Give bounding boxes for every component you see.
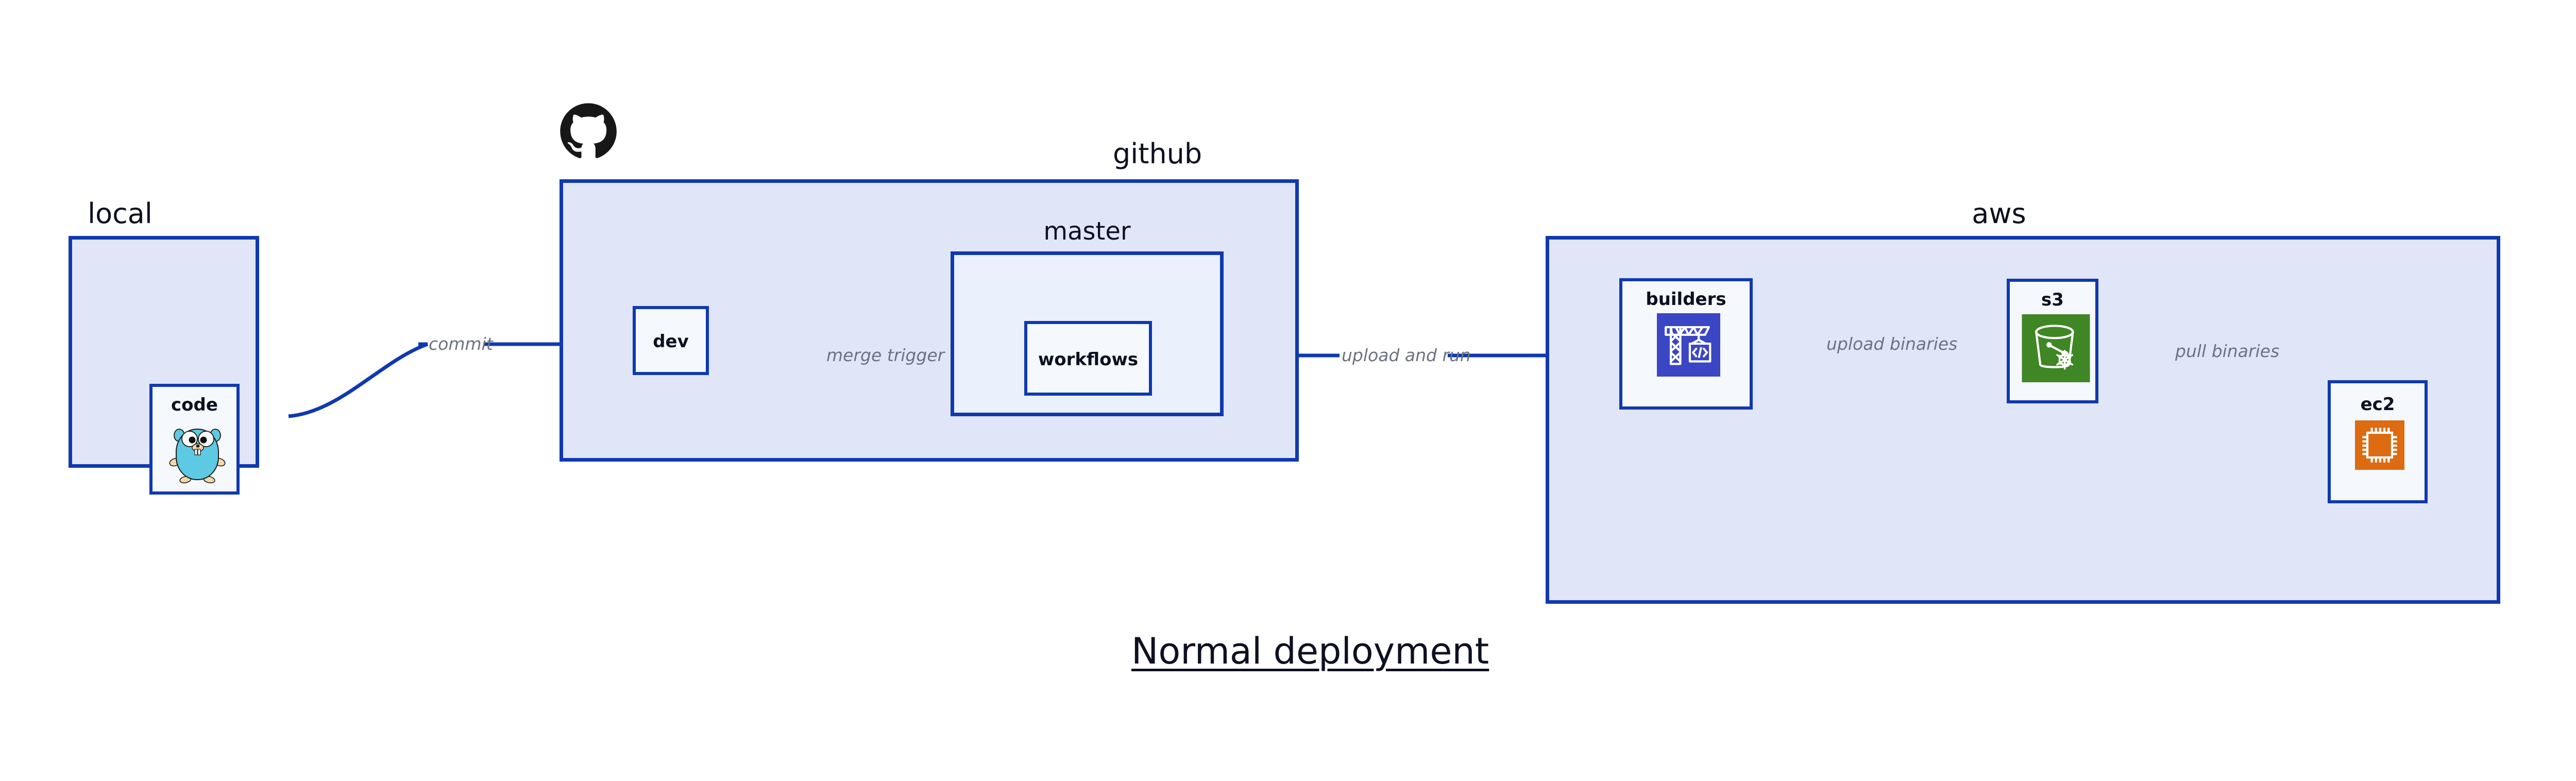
aws-codebuild-icon <box>1657 313 1720 377</box>
node-title-builders: builders <box>1646 289 1726 310</box>
page-title: Normal deployment <box>1131 630 1489 672</box>
node-title-workflows: workflows <box>1038 349 1139 370</box>
group-title-master: master <box>1043 217 1131 246</box>
node-workflows[interactable]: workflows <box>1024 321 1152 396</box>
go-gopher-icon <box>169 422 226 484</box>
node-code[interactable]: code <box>149 384 240 495</box>
edge-label-upload-binaries: upload binaries <box>1826 334 1958 354</box>
node-title-s3: s3 <box>2041 290 2064 310</box>
edge-label-upload-and-run: upload and run <box>1342 345 1471 365</box>
container-title-aws: aws <box>1972 197 2026 230</box>
aws-ec2-chip-icon <box>2355 420 2404 470</box>
node-title-dev: dev <box>653 331 689 352</box>
edge-label-merge-trigger: merge trigger <box>826 345 945 365</box>
aws-s3-bucket-icon <box>2022 314 2090 382</box>
node-dev[interactable]: dev <box>633 306 709 375</box>
node-title-ec2: ec2 <box>2360 394 2395 415</box>
node-s3[interactable]: s3 <box>2007 279 2098 403</box>
container-title-local: local <box>88 197 152 230</box>
container-title-github: github <box>1113 138 1202 170</box>
node-builders[interactable]: builders <box>1619 278 1753 410</box>
edge-label-commit: commit <box>429 334 493 354</box>
node-ec2[interactable]: ec2 <box>2328 380 2428 503</box>
node-title-code: code <box>171 395 218 415</box>
edge-label-pull-binaries: pull binaries <box>2175 341 2280 361</box>
github-octocat-icon <box>558 102 619 163</box>
